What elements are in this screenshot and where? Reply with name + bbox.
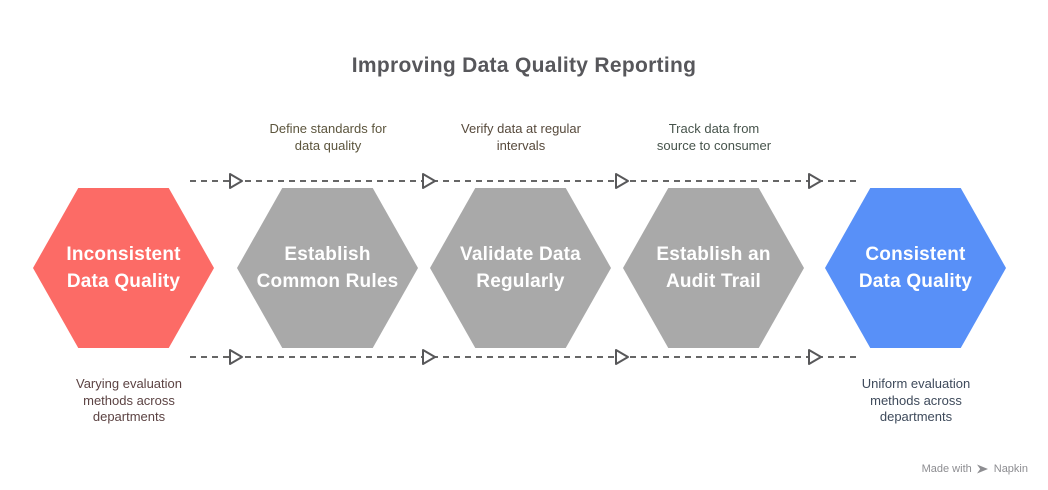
hexagon-label-line: Audit Trail (665, 271, 762, 292)
arrow-right-icon (229, 173, 243, 189)
annotation-line: Verify data at regular (461, 121, 581, 136)
hexagon-establish-audit-trail: Establish an Audit Trail (623, 188, 804, 348)
annotation-track-data: Track data from source to consumer (609, 121, 819, 154)
arrow-right-icon (422, 349, 436, 365)
made-with-label: Made with (921, 463, 972, 475)
annotation-line: methods across (870, 392, 962, 408)
hexagon-label-line: Establish (284, 244, 371, 265)
annotation-line: Varying evaluation (76, 376, 182, 391)
hexagon-label-line: Data Quality (858, 271, 973, 292)
annotation-line: Track data from (668, 121, 760, 136)
annotation-verify-data: Verify data at regular intervals (416, 121, 626, 154)
hexagon-validate-data-regularly: Validate Data Regularly (430, 188, 611, 348)
hexagon-label: Establish Common Rules (257, 241, 399, 295)
annotation-uniform-evaluation: Uniform evaluation methods across depart… (811, 376, 1021, 426)
annotation-line: intervals (496, 137, 546, 153)
arrow-right-icon (808, 349, 822, 365)
flow-line-bottom (190, 349, 861, 365)
annotation-line: departments (879, 409, 953, 424)
arrow-right-icon (422, 173, 436, 189)
hexagon-inconsistent-data-quality: Inconsistent Data Quality (33, 188, 214, 348)
hexagon-consistent-data-quality: Consistent Data Quality (825, 188, 1006, 348)
hexagon-label: Consistent Data Quality (859, 241, 972, 295)
made-with-napkin-badge: Made with Napkin (922, 463, 1028, 475)
napkin-brand-label: Napkin (993, 463, 1028, 475)
annotation-line: Uniform evaluation (861, 376, 971, 391)
annotation-define-standards: Define standards for data quality (223, 121, 433, 154)
hexagon-label-line: Consistent (865, 244, 966, 265)
arrow-right-icon (615, 349, 629, 365)
hexagon-label: Inconsistent Data Quality (66, 241, 180, 295)
annotation-line: departments (92, 409, 166, 424)
hexagon-label-line: Establish an (656, 244, 771, 265)
flow-line-top (190, 173, 861, 189)
annotation-line: Define standards for (269, 121, 387, 136)
hexagon-label: Validate Data Regularly (460, 241, 581, 295)
hexagon-label-line: Common Rules (256, 271, 399, 292)
annotation-line: data quality (294, 137, 362, 153)
hexagon-establish-common-rules: Establish Common Rules (237, 188, 418, 348)
arrow-right-icon (615, 173, 629, 189)
arrow-right-icon (808, 173, 822, 189)
page-title: Improving Data Quality Reporting (351, 54, 697, 77)
annotation-varying-evaluation: Varying evaluation methods across depart… (24, 376, 234, 426)
hexagon-label-line: Data Quality (66, 271, 181, 292)
hexagon-label: Establish an Audit Trail (656, 241, 770, 295)
arrow-right-icon (229, 349, 243, 365)
annotation-line: methods across (83, 392, 175, 408)
napkin-logo-icon (976, 464, 988, 474)
hexagon-label-line: Inconsistent (66, 244, 181, 265)
hexagon-label-line: Validate Data (460, 244, 581, 265)
hexagon-label-line: Regularly (476, 271, 565, 292)
annotation-line: source to consumer (656, 137, 772, 153)
